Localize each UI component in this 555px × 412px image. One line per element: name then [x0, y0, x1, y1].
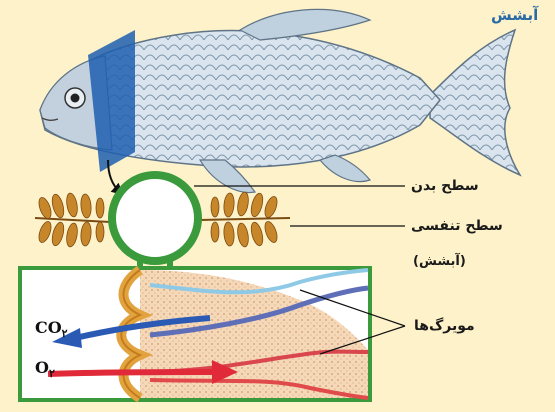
o2-subscript: ۲ [49, 367, 55, 380]
o2-arrow [48, 372, 220, 374]
label-body-surface: سطح بدن [411, 178, 479, 194]
body-surface-circle [112, 175, 198, 261]
fish-pupil [71, 94, 80, 103]
o2-base: O [35, 358, 49, 377]
label-capillaries: مویرگ‌ها [414, 318, 475, 334]
label-gills: (آبشش) [413, 254, 466, 269]
co2-base: CO [35, 318, 62, 337]
co2-subscript: ۲ [62, 327, 68, 340]
diagram-title: آبشش [491, 6, 538, 24]
label-respiratory-surface: سطح تنفسی [411, 218, 503, 234]
co2-label: CO۲ [35, 318, 68, 340]
o2-label: O۲ [35, 358, 55, 380]
